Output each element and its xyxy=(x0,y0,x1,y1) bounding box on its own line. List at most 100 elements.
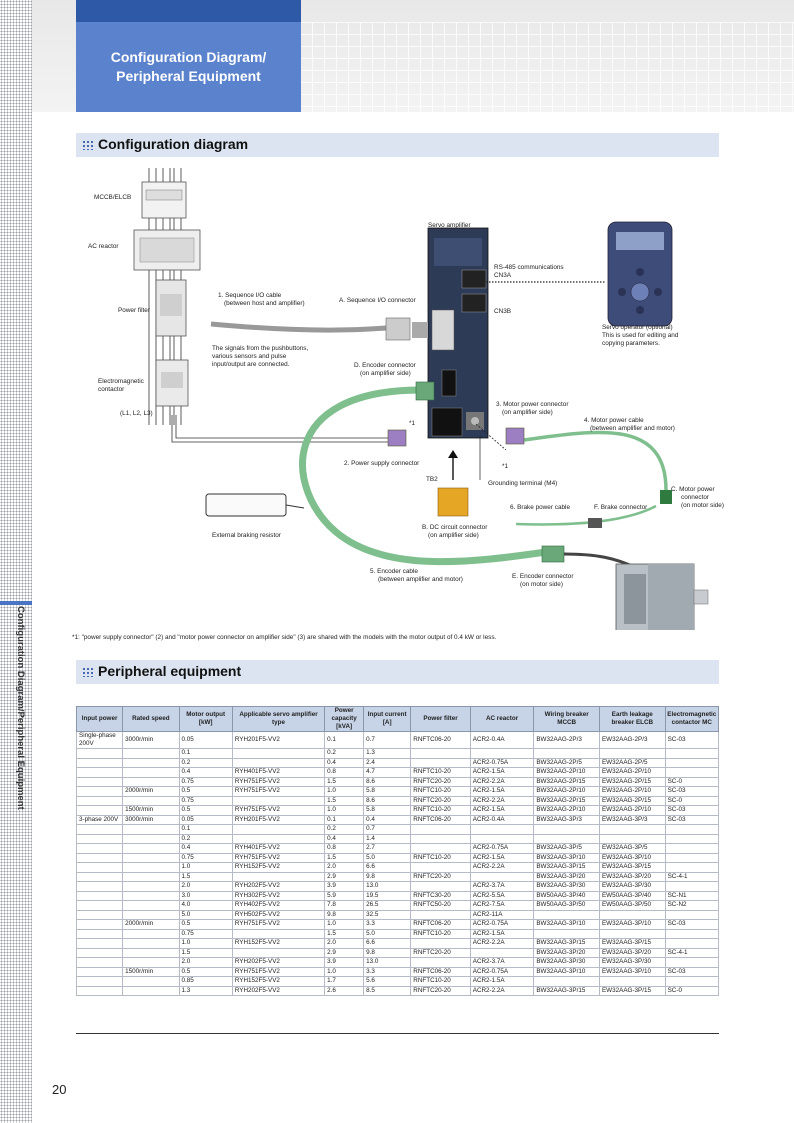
table-cell xyxy=(122,776,180,787)
table-cell xyxy=(75,928,124,939)
table-cell: 1.5 xyxy=(324,928,365,939)
table-cell xyxy=(122,909,180,920)
table-cell: RYH202F5-VV2 xyxy=(231,985,326,996)
table-cell: 0.7 xyxy=(363,731,412,749)
table-cell: 0.4 xyxy=(363,814,412,825)
table-cell: RYH751F5-VV2 xyxy=(231,805,326,816)
table-cell: 0.05 xyxy=(178,814,233,825)
label-l123: (L1, L2, L3) xyxy=(120,410,153,417)
table-cell xyxy=(598,909,666,920)
label-servo-operator-2: This is used for editing and xyxy=(602,332,679,339)
table-cell: 1.0 xyxy=(178,938,233,949)
table-cell: 26.5 xyxy=(363,900,412,911)
label-motor-power-connector-c-1: C. Motor power xyxy=(671,486,715,493)
table-cell: 2.0 xyxy=(324,862,365,873)
table-cell xyxy=(598,748,666,759)
table-cell: 0.4 xyxy=(178,767,233,778)
table-cell xyxy=(75,757,124,768)
table-cell: 0.1 xyxy=(178,748,233,759)
table-cell: 1.0 xyxy=(178,862,233,873)
table-cell: 4.7 xyxy=(363,767,412,778)
label-signals-1: The signals from the pushbuttons, xyxy=(212,345,309,352)
table-cell: BW32AAG-3P/15 xyxy=(533,938,600,949)
side-dot-pattern xyxy=(0,0,32,1123)
table-cell xyxy=(410,757,471,768)
table-cell xyxy=(231,824,326,835)
table-cell xyxy=(410,824,471,835)
label-star1-b: *1 xyxy=(502,463,509,470)
table-cell: 0.05 xyxy=(178,731,233,749)
table-cell xyxy=(122,767,180,778)
table-cell: RYH401F5-VV2 xyxy=(231,843,326,854)
table-cell: 2.6 xyxy=(324,985,365,996)
table-cell: ACR2-0.75A xyxy=(469,843,535,854)
table-cell xyxy=(231,748,326,759)
label-encoder-cable-2: (between amplifier and motor) xyxy=(378,576,463,583)
table-cell: 2000r/min xyxy=(122,919,180,930)
table-cell: 0.75 xyxy=(178,928,233,939)
table-cell: ACR2-0.4A xyxy=(469,731,535,749)
label-power-filter: Power filter xyxy=(118,307,150,314)
table-cell: EW32AAG-3P/3 xyxy=(598,814,666,825)
table-cell: 3.9 xyxy=(324,881,365,892)
table-cell: EW32AAG-3P/20 xyxy=(598,871,666,882)
section-dots-icon xyxy=(82,140,94,150)
table-cell xyxy=(122,757,180,768)
peripheral-equipment-table: Input power Rated speed Motor output [kW… xyxy=(75,706,720,996)
table-cell xyxy=(664,862,720,873)
table-cell xyxy=(75,843,124,854)
table-cell: BW32AAG-3P/15 xyxy=(533,985,600,996)
table-cell: RNFTC20-20 xyxy=(410,871,471,882)
table-cell xyxy=(231,757,326,768)
table-cell xyxy=(410,748,471,759)
table-cell: 1.0 xyxy=(324,919,365,930)
header-title-box: Configuration Diagram/ Peripheral Equipm… xyxy=(76,22,301,112)
table-cell xyxy=(122,890,180,901)
table-cell: 0.2 xyxy=(324,748,365,759)
table-cell xyxy=(598,928,666,939)
table-cell xyxy=(75,947,124,958)
table-cell: EW50AAG-3P/50 xyxy=(598,900,666,911)
table-cell: RYH302F5-VV2 xyxy=(231,890,326,901)
table-cell: RYH502F5-VV2 xyxy=(231,909,326,920)
table-cell: EW32AAG-3P/10 xyxy=(598,852,666,863)
table-cell xyxy=(75,862,124,873)
table-cell xyxy=(75,805,124,816)
table-cell: Single-phase 200V xyxy=(75,731,124,749)
table-cell: RNFTC10-20 xyxy=(410,805,471,816)
table-cell: 0.4 xyxy=(178,843,233,854)
table-cell xyxy=(231,833,326,844)
table-cell: SC-4-1 xyxy=(664,871,720,882)
table-cell: 0.5 xyxy=(178,786,233,797)
table-cell xyxy=(664,852,720,863)
table-cell: RNFTC10-20 xyxy=(410,852,471,863)
table-cell: 1.3 xyxy=(363,748,412,759)
table-cell: BW32AAG-3P/30 xyxy=(533,957,600,968)
table-cell xyxy=(75,871,124,882)
table-cell: RYH152F5-VV2 xyxy=(231,862,326,873)
table-cell: RNFTC20-20 xyxy=(410,795,471,806)
col-header: Input power xyxy=(75,706,124,732)
col-header: Motor output [kW] xyxy=(178,706,233,732)
table-cell: 1.0 xyxy=(324,805,365,816)
footnote: *1: "power supply connector" (2) and "mo… xyxy=(72,634,497,641)
table-cell: SC-03 xyxy=(664,731,720,749)
table-cell: RNFTC50-20 xyxy=(410,900,471,911)
table-cell: EW32AAG-2P/3 xyxy=(598,731,666,749)
label-contactor-2: contactor xyxy=(98,386,125,393)
table-cell: RYH152F5-VV2 xyxy=(231,976,326,987)
table-cell xyxy=(664,843,720,854)
table-cell xyxy=(664,833,720,844)
table-cell: ACR2-1.5A xyxy=(469,786,535,797)
table-cell xyxy=(533,976,600,987)
table-cell: 7.8 xyxy=(324,900,365,911)
page-number: 20 xyxy=(52,1082,67,1097)
table-cell: ACR2-2.2A xyxy=(469,985,535,996)
table-cell xyxy=(122,976,180,987)
header-title-line1: Configuration Diagram/ xyxy=(110,49,267,65)
table-cell: BW32AAG-2P/10 xyxy=(533,805,600,816)
